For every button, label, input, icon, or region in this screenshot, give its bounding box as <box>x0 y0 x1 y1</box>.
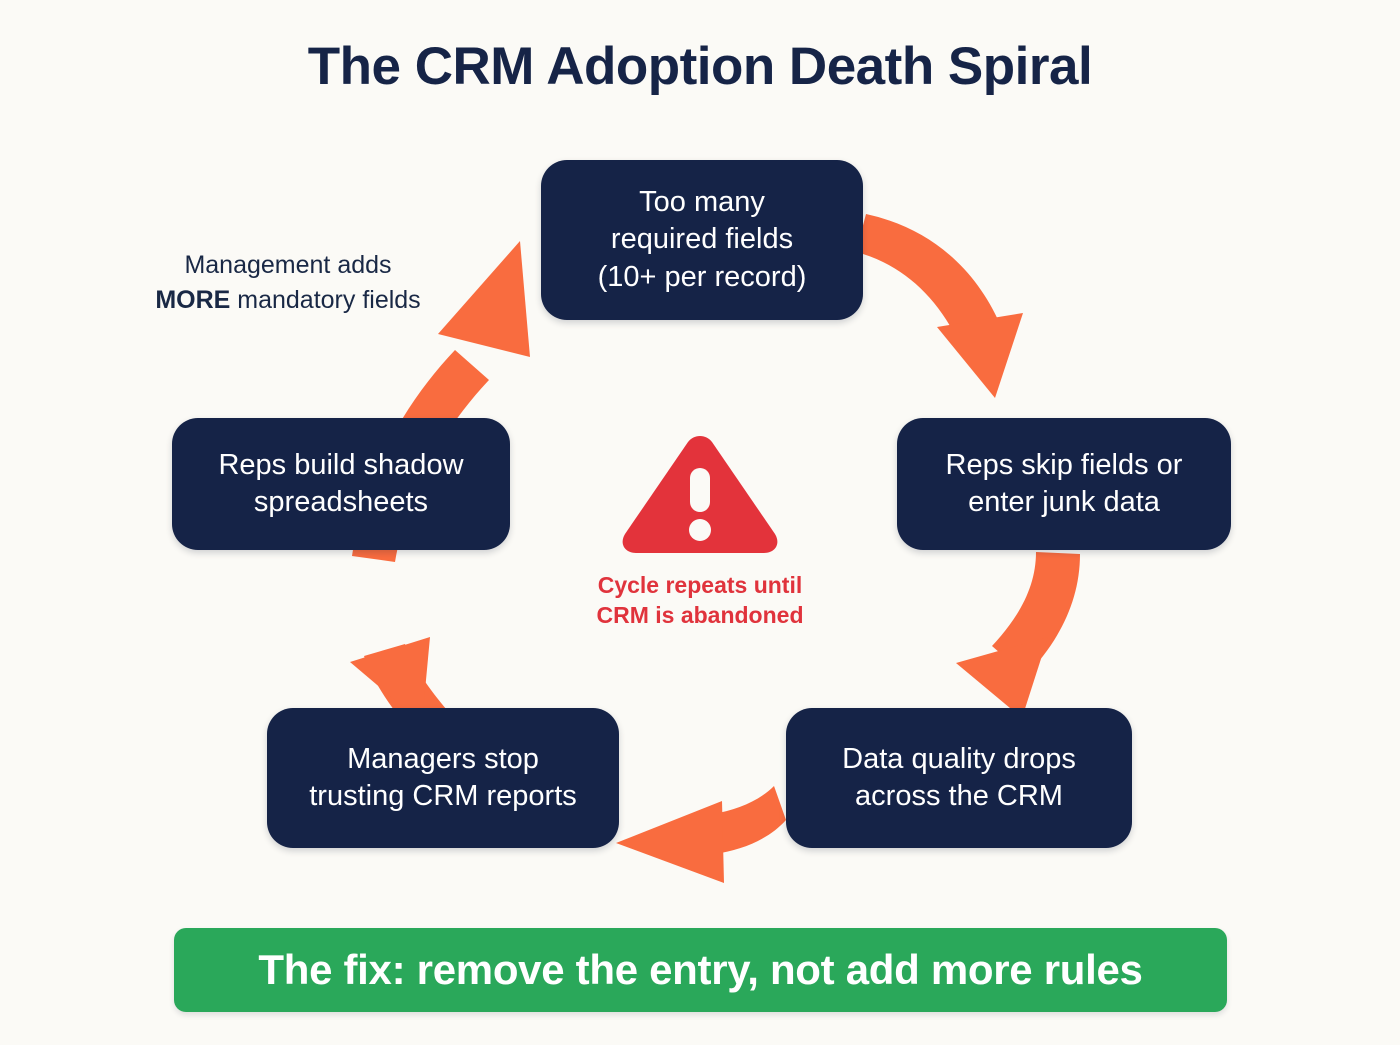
cycle-node-managers[interactable]: Managers stop trusting CRM reports <box>267 708 619 848</box>
center-warning-group: Cycle repeats until CRM is abandoned <box>560 432 840 631</box>
caption-line-1: Cycle repeats until <box>597 572 803 598</box>
annotation-line-1: Management adds <box>184 251 392 279</box>
warning-triangle-icon <box>622 436 778 553</box>
node-line: Too many <box>639 186 765 219</box>
fix-banner[interactable]: The fix: remove the entry, not add more … <box>174 928 1227 1012</box>
node-line: (10+ per record) <box>597 260 807 293</box>
node-line: Managers stop <box>347 742 539 775</box>
annotation-rest: mandatory fields <box>230 285 421 314</box>
annotation-emphasis: MORE <box>155 285 231 314</box>
fix-banner-text: The fix: remove the entry, not add more … <box>258 946 1143 993</box>
arrow-bottom-right-to-bottom-left <box>616 786 786 883</box>
arrow-top-to-right <box>856 214 1023 398</box>
management-annotation: Management adds MORE mandatory fields <box>132 248 444 317</box>
node-line: spreadsheets <box>253 486 429 518</box>
node-line: required fields <box>610 223 794 256</box>
cycle-node-skip-fields[interactable]: Reps skip fields or enter junk data <box>897 418 1231 550</box>
arrow-right-to-bottom-right <box>956 552 1080 718</box>
node-line: Reps skip fields or <box>945 448 1183 481</box>
caption-line-2: CRM is abandoned <box>596 602 804 629</box>
cycle-node-required-fields[interactable]: Too many required fields (10+ per record… <box>541 160 863 320</box>
annotation-line-2: MORE mandatory fields <box>132 283 444 318</box>
center-warning-caption: Cycle repeats until CRM is abandoned <box>596 570 803 631</box>
page-title: The CRM Adoption Death Spiral <box>307 37 1093 96</box>
cycle-node-shadow-spreadsheets[interactable]: Reps build shadow spreadsheets <box>172 418 510 550</box>
node-line: across the CRM <box>855 780 1063 812</box>
node-line: Data quality drops <box>842 742 1076 775</box>
node-line: Reps build shadow <box>218 448 464 481</box>
node-line: trusting CRM reports <box>309 780 577 812</box>
cycle-node-data-quality[interactable]: Data quality drops across the CRM <box>786 708 1132 848</box>
node-line: enter junk data <box>968 486 1160 518</box>
